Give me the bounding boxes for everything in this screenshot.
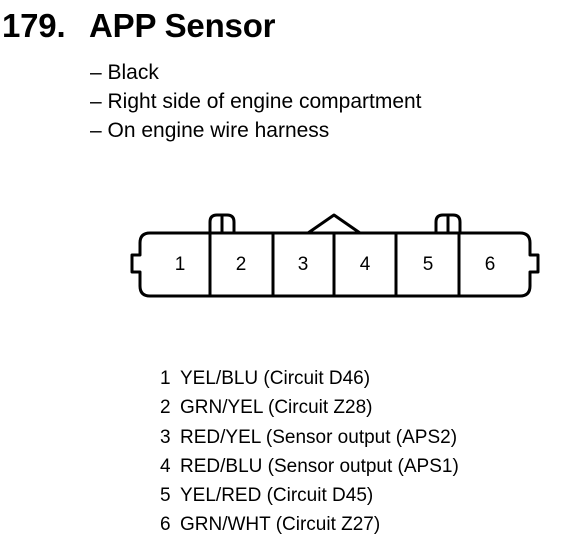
connector-notes: – Black – Right side of engine compartme… xyxy=(90,58,422,145)
pin-description: RED/YEL (Sensor output (APS2) xyxy=(180,426,458,448)
pin-description: GRN/WHT (Circuit Z27) xyxy=(180,514,381,536)
note-color: – Black xyxy=(90,61,159,84)
latch-tab-right xyxy=(434,213,462,233)
connector-cell-6: 6 xyxy=(485,254,496,275)
key-tab-center xyxy=(307,213,361,235)
pinout-row: 1 YEL/BLU (Circuit D46) xyxy=(160,364,459,393)
pin-number: 1 xyxy=(160,368,171,389)
pinout-row: 4 RED/BLU (Sensor output (APS1) xyxy=(160,452,459,481)
pin-description: GRN/YEL (Circuit Z28) xyxy=(180,397,373,419)
pin-number: 5 xyxy=(160,485,171,507)
pin-number: 3 xyxy=(160,426,171,448)
connector-cell-4: 4 xyxy=(360,254,371,275)
pin-number: 6 xyxy=(160,514,171,536)
pin-number: 4 xyxy=(160,455,171,477)
page-title: 179. APP Sensor xyxy=(2,4,276,48)
title-text: APP Sensor xyxy=(89,7,276,44)
pinout-row: 5 YEL/RED (Circuit D45) xyxy=(160,481,459,510)
connector-cell-1: 1 xyxy=(175,254,186,275)
pin-description: RED/BLU (Sensor output (APS1) xyxy=(180,455,459,477)
pin-number: 2 xyxy=(160,397,171,419)
latch-tab-left xyxy=(208,213,236,233)
connector-cell-5: 5 xyxy=(423,254,434,275)
title-number: 179. xyxy=(2,7,66,44)
connector-body xyxy=(130,231,540,298)
note-harness: – On engine wire harness xyxy=(90,119,330,142)
connector-cell-3: 3 xyxy=(298,254,309,275)
pinout-list: 1 YEL/BLU (Circuit D46) 2 GRN/YEL (Circuit… xyxy=(160,364,459,540)
connector-cell-2: 2 xyxy=(236,254,247,275)
pinout-row: 2 GRN/YEL (Circuit Z28) xyxy=(160,393,459,422)
pin-description: YEL/BLU (Circuit D46) xyxy=(180,368,371,389)
pinout-row: 3 RED/YEL (Sensor output (APS2) xyxy=(160,423,459,452)
pin-description: YEL/RED (Circuit D45) xyxy=(180,485,374,507)
pinout-row: 6 GRN/WHT (Circuit Z27) xyxy=(160,510,459,539)
note-location: – Right side of engine compartment xyxy=(90,90,422,113)
